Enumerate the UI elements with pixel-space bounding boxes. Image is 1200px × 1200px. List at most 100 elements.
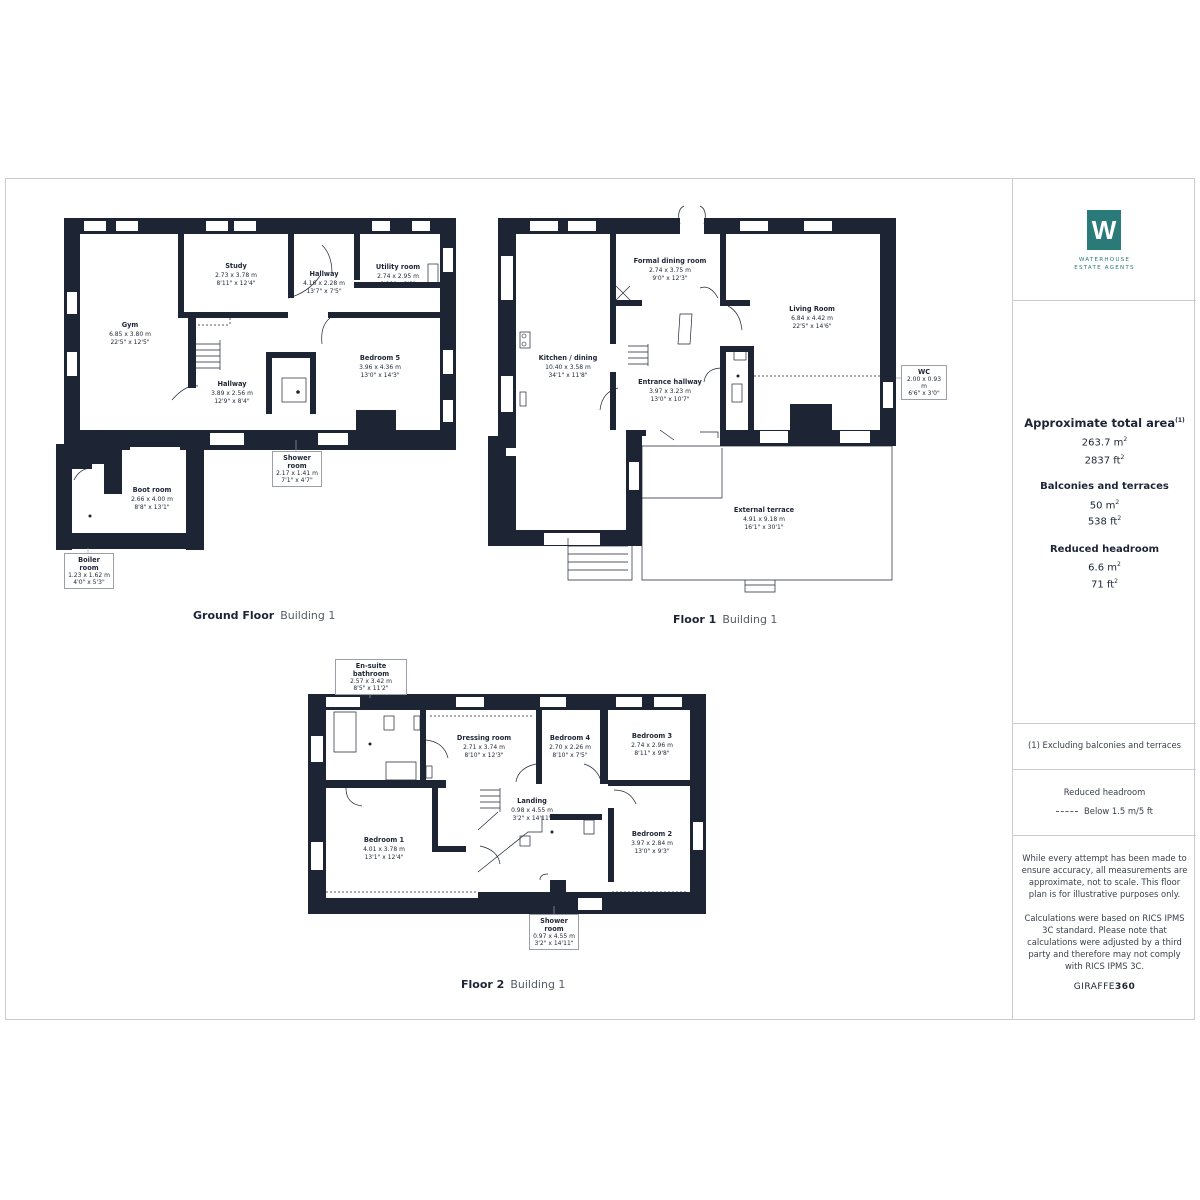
svg-text:13'0" x 10'7": 13'0" x 10'7": [650, 396, 689, 403]
svg-text:13'0" x 9'3": 13'0" x 9'3": [634, 848, 670, 855]
balconies-title: Balconies and terraces: [1040, 481, 1169, 492]
total-area-title: Approximate total area(1): [1024, 416, 1185, 430]
brand-name: WATERHOUSE: [1078, 257, 1131, 263]
info-panel: W WATERHOUSE ESTATE AGENTS Approximate t…: [1012, 178, 1196, 1020]
floor-1-plan: [488, 205, 896, 593]
svg-text:22'5" x 12'5": 22'5" x 12'5": [110, 339, 149, 346]
svg-text:External terrace: External terrace: [734, 506, 795, 514]
plan-sheet: [5, 178, 1195, 1020]
room-dressing: Dressing room 2.71 x 3.74 m 8'10" x 12'3…: [457, 734, 511, 759]
svg-text:2.71 x 3.74 m: 2.71 x 3.74 m: [463, 744, 505, 751]
svg-text:Study: Study: [225, 262, 247, 270]
balconies-m2: 50 m2: [1089, 499, 1120, 512]
room-entrance-hallway: Entrance hallway 3.97 x 3.23 m 13'0" x 1…: [638, 378, 702, 403]
svg-text:2.74 x 2.95 m: 2.74 x 2.95 m: [377, 273, 419, 280]
disclaimer-2: Calculations were based on RICS IPMS 3C …: [1024, 913, 1185, 971]
floor-plans: Gym 6.85 x 3.80 m 22'5" x 12'5" Study 2.…: [56, 205, 902, 916]
svg-text:3.97 x 2.84 m: 3.97 x 2.84 m: [631, 840, 673, 847]
svg-text:Bedroom 5: Bedroom 5: [360, 354, 401, 362]
svg-text:Boot room: Boot room: [133, 486, 172, 494]
room-gym: Gym 6.85 x 3.80 m 22'5" x 12'5": [109, 321, 151, 346]
room-kitchen: Kitchen / dining 10.40 x 3.58 m 34'1" x …: [539, 354, 598, 379]
room-hallway-gf: Hallway 3.89 x 2.56 m 12'9" x 8'4": [211, 380, 253, 405]
svg-text:8'11" x 9'8": 8'11" x 9'8": [634, 750, 670, 757]
svg-text:Dressing room: Dressing room: [457, 734, 511, 742]
svg-text:6.85 x 3.80 m: 6.85 x 3.80 m: [109, 331, 151, 338]
room-bedroom-2: Bedroom 2 3.97 x 2.84 m 13'0" x 9'3": [631, 830, 673, 855]
callout-ensuite-bathroom: En-suite bathroom 2.57 x 3.42 m 8'5" x 1…: [335, 659, 407, 695]
svg-text:13'1" x 12'4": 13'1" x 12'4": [364, 854, 403, 861]
callout-shower-room-f2: Shower room 0.97 x 4.55 m 3'2" x 14'11": [529, 914, 579, 950]
svg-text:Bedroom 2: Bedroom 2: [632, 830, 673, 838]
dashed-line-icon: [1056, 811, 1079, 812]
svg-text:2.70 x 2.26 m: 2.70 x 2.26 m: [549, 744, 591, 751]
svg-text:6.84 x 4.42 m: 6.84 x 4.42 m: [791, 315, 833, 322]
svg-text:Entrance hallway: Entrance hallway: [638, 378, 702, 386]
room-bedroom-3: Bedroom 3 2.74 x 2.96 m 8'11" x 9'8": [631, 732, 673, 757]
total-area-m2: 263.7 m2: [1081, 436, 1128, 449]
legend-item: Below 1.5 m/5 ft: [1013, 805, 1196, 817]
room-external-terrace: External terrace 4.91 x 9.18 m 16'1" x 3…: [734, 506, 795, 531]
room-living: Living Room 6.84 x 4.42 m 22'5" x 14'6": [789, 305, 835, 330]
svg-text:22'5" x 14'6": 22'5" x 14'6": [792, 323, 831, 330]
room-hallway-top: Hallway 4.16 x 2.28 m 13'7" x 7'5": [303, 270, 345, 295]
balconies-ft2: 538 ft2: [1087, 515, 1122, 528]
room-boot: Boot room 2.66 x 4.00 m 8'8" x 13'1": [131, 486, 173, 511]
brand-tagline: ESTATE AGENTS: [1074, 265, 1135, 271]
svg-text:8'10" x 7'5": 8'10" x 7'5": [552, 752, 588, 759]
callout-boiler-room: Boiler room 1.23 x 1.62 m 4'0" x 5'3": [64, 553, 114, 589]
svg-text:Kitchen / dining: Kitchen / dining: [539, 354, 598, 362]
callout-shower-room-gf: Shower room 2.17 x 1.41 m 7'1" x 4'7": [272, 451, 322, 487]
room-utility: Utility room 2.74 x 2.95 m 8'11" x 9'8": [376, 263, 420, 288]
reduced-headroom-m2: 6.6 m2: [1088, 561, 1121, 574]
room-formal-dining: Formal dining room 2.74 x 3.75 m 9'0" x …: [634, 257, 707, 282]
svg-text:Hallway: Hallway: [217, 380, 247, 388]
svg-text:4.16 x 2.28 m: 4.16 x 2.28 m: [303, 280, 345, 287]
waterhouse-logo: W: [1087, 210, 1121, 250]
divider: [1013, 723, 1196, 724]
svg-text:Bedroom 3: Bedroom 3: [632, 732, 673, 740]
floor-2-plan: [308, 694, 706, 914]
room-bedroom-5: Bedroom 5 3.96 x 4.36 m 13'0" x 14'3": [359, 354, 401, 379]
total-area-ft2: 2837 ft2: [1084, 454, 1125, 467]
svg-text:Living Room: Living Room: [789, 305, 835, 313]
svg-text:16'1" x 30'1": 16'1" x 30'1": [744, 524, 783, 531]
svg-text:Bedroom 4: Bedroom 4: [550, 734, 591, 742]
giraffe360-credit: GIRAFFE360: [1073, 982, 1136, 992]
reduced-headroom-ft2: 71 ft2: [1091, 578, 1118, 591]
footnote: (1) Excluding balconies and terraces: [1028, 740, 1181, 750]
svg-text:8'11" x 12'4": 8'11" x 12'4": [216, 280, 255, 287]
svg-text:3'2" x 14'11": 3'2" x 14'11": [512, 815, 551, 822]
svg-text:3.96 x 4.36 m: 3.96 x 4.36 m: [359, 364, 401, 371]
svg-text:13'0" x 14'3": 13'0" x 14'3": [360, 372, 399, 379]
svg-text:2.73 x 3.78 m: 2.73 x 3.78 m: [215, 272, 257, 279]
svg-text:Utility room: Utility room: [376, 263, 420, 271]
room-labels: Gym 6.85 x 3.80 m 22'5" x 12'5" Study 2.…: [109, 257, 835, 861]
divider: [1013, 300, 1196, 301]
svg-text:13'7" x 7'5": 13'7" x 7'5": [306, 288, 342, 295]
svg-text:0.98 x 4.55 m: 0.98 x 4.55 m: [511, 807, 553, 814]
room-bedroom-4: Bedroom 4 2.70 x 2.26 m 8'10" x 7'5": [549, 734, 591, 759]
svg-text:10.40 x 3.58 m: 10.40 x 3.58 m: [545, 364, 591, 371]
svg-text:12'9" x 8'4": 12'9" x 8'4": [214, 398, 250, 405]
svg-text:4.01 x 3.78 m: 4.01 x 3.78 m: [363, 846, 405, 853]
room-landing: Landing 0.98 x 4.55 m 3'2" x 14'11": [511, 797, 553, 822]
svg-text:2.74 x 2.96 m: 2.74 x 2.96 m: [631, 742, 673, 749]
divider: [1013, 769, 1196, 770]
svg-text:Bedroom 1: Bedroom 1: [364, 836, 405, 844]
room-bedroom-1: Bedroom 1 4.01 x 3.78 m 13'1" x 12'4": [363, 836, 405, 861]
svg-text:8'11" x 9'8": 8'11" x 9'8": [380, 281, 416, 288]
svg-text:Hallway: Hallway: [309, 270, 339, 278]
svg-text:8'8" x 13'1": 8'8" x 13'1": [134, 504, 170, 511]
svg-text:Gym: Gym: [122, 321, 139, 329]
svg-text:3.89 x 2.56 m: 3.89 x 2.56 m: [211, 390, 253, 397]
svg-text:3.97 x 3.23 m: 3.97 x 3.23 m: [649, 388, 691, 395]
legend-title: Reduced headroom: [1063, 787, 1146, 797]
svg-text:8'10" x 12'3": 8'10" x 12'3": [464, 752, 503, 759]
room-study: Study 2.73 x 3.78 m 8'11" x 12'4": [215, 262, 257, 287]
svg-text:9'0" x 12'3": 9'0" x 12'3": [652, 275, 688, 282]
svg-text:Formal dining room: Formal dining room: [634, 257, 707, 265]
